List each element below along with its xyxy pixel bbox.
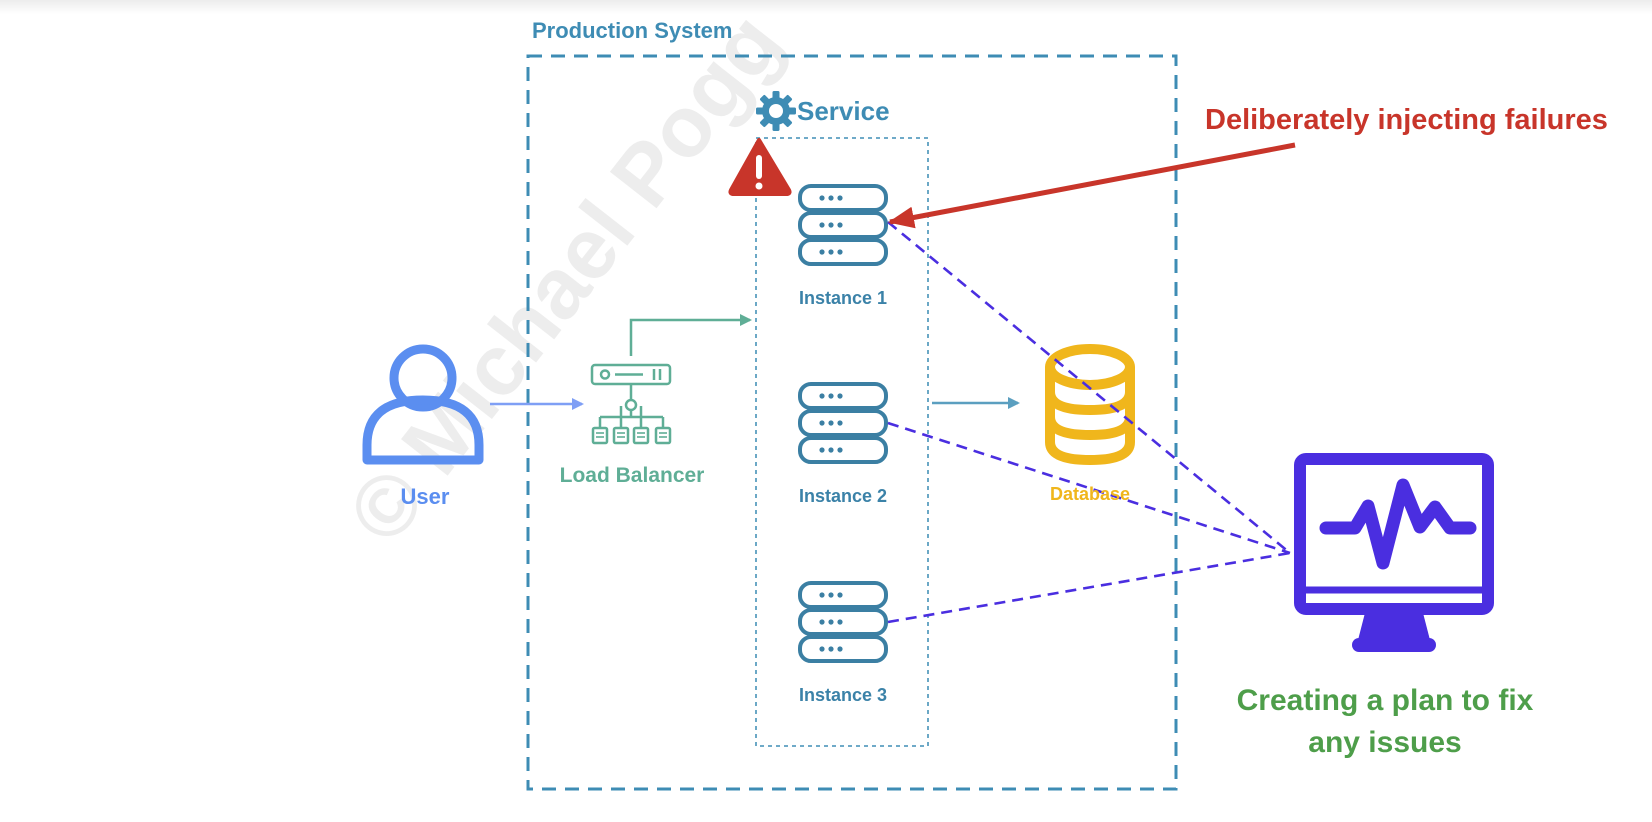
gear-icon bbox=[756, 91, 796, 131]
monitor-heartbeat-icon bbox=[1294, 453, 1494, 652]
database-label: Database bbox=[1049, 484, 1131, 504]
injection-annotation: Deliberately injecting failures bbox=[1205, 104, 1608, 136]
user-label: User bbox=[400, 484, 450, 509]
plan-annotation: Creating a plan to fix any issues bbox=[1190, 680, 1580, 764]
server-icon-instance-1 bbox=[798, 184, 888, 266]
instance-1-label: Instance 1 bbox=[798, 288, 888, 308]
production-system-boundary bbox=[526, 54, 1178, 791]
plan-annotation-line-2: any issues bbox=[1308, 726, 1462, 759]
top-shadow bbox=[0, 0, 1652, 14]
instance-2-label: Instance 2 bbox=[798, 486, 888, 506]
monitoring-lines bbox=[887, 220, 1291, 624]
instance-3-label: Instance 3 bbox=[798, 685, 888, 705]
database-icon bbox=[1045, 344, 1135, 466]
injection-arrow bbox=[888, 142, 1296, 229]
service-title: Service bbox=[797, 96, 890, 126]
user-icon bbox=[362, 344, 484, 465]
server-icon-instance-3 bbox=[798, 581, 888, 663]
lb-to-service-arrow bbox=[629, 314, 752, 356]
service-boundary bbox=[755, 137, 929, 747]
load-balancer-icon bbox=[590, 363, 672, 445]
server-icon-instance-2 bbox=[798, 382, 888, 464]
warning-icon bbox=[728, 138, 792, 196]
load-balancer-label: Load Balancer bbox=[559, 464, 705, 487]
production-system-title: Production System bbox=[532, 18, 733, 43]
plan-annotation-line-1: Creating a plan to fix bbox=[1236, 684, 1534, 717]
